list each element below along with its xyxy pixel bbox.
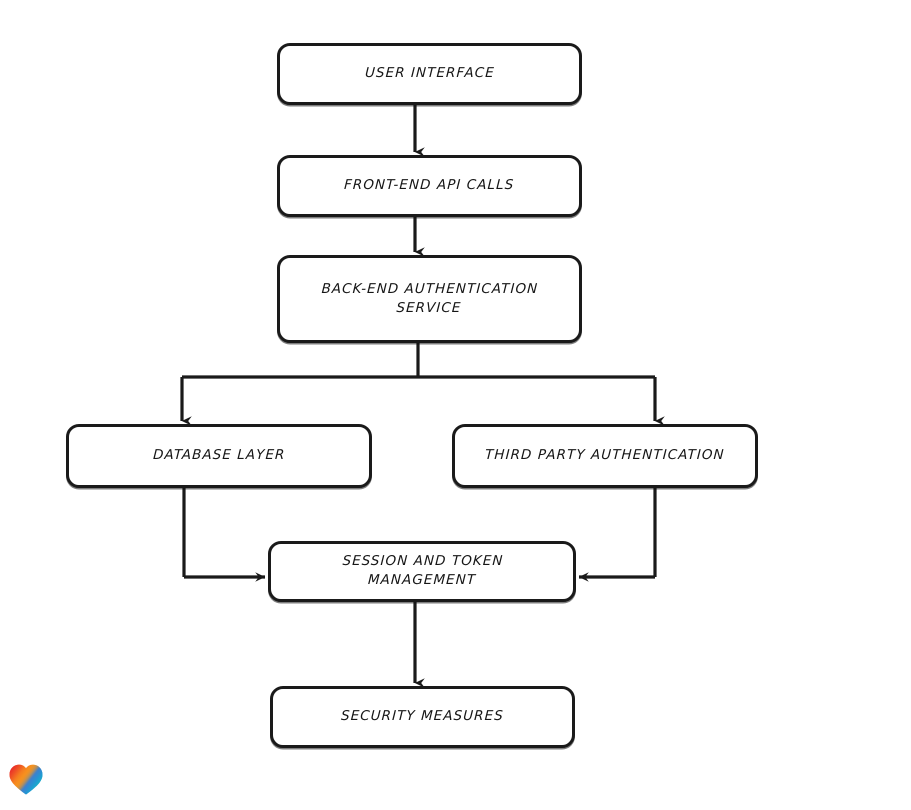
heart-icon bbox=[9, 764, 43, 795]
node-label: THIRD PARTY AUTHENTICATION bbox=[484, 447, 726, 464]
node-label: DATABASE LAYER bbox=[152, 447, 286, 464]
node-label: SECURITY MEASURES bbox=[340, 708, 505, 725]
node-session-token-management[interactable]: SESSION AND TOKEN MANAGEMENT bbox=[268, 541, 576, 602]
node-frontend-api-calls[interactable]: FRONT-END API CALLS bbox=[277, 155, 582, 217]
node-security-measures[interactable]: SECURITY MEASURES bbox=[270, 686, 575, 748]
node-label: FRONT-END API CALLS bbox=[343, 177, 516, 194]
node-database-layer[interactable]: DATABASE LAYER bbox=[66, 424, 372, 488]
node-third-party-authentication[interactable]: THIRD PARTY AUTHENTICATION bbox=[452, 424, 758, 488]
node-label: USER INTERFACE bbox=[364, 65, 495, 82]
node-label: BACK-END AUTHENTICATION SERVICE bbox=[321, 280, 539, 316]
node-label: SESSION AND TOKEN MANAGEMENT bbox=[341, 553, 504, 589]
node-backend-auth-service[interactable]: BACK-END AUTHENTICATION SERVICE bbox=[277, 255, 582, 343]
node-user-interface[interactable]: USER INTERFACE bbox=[277, 43, 582, 105]
